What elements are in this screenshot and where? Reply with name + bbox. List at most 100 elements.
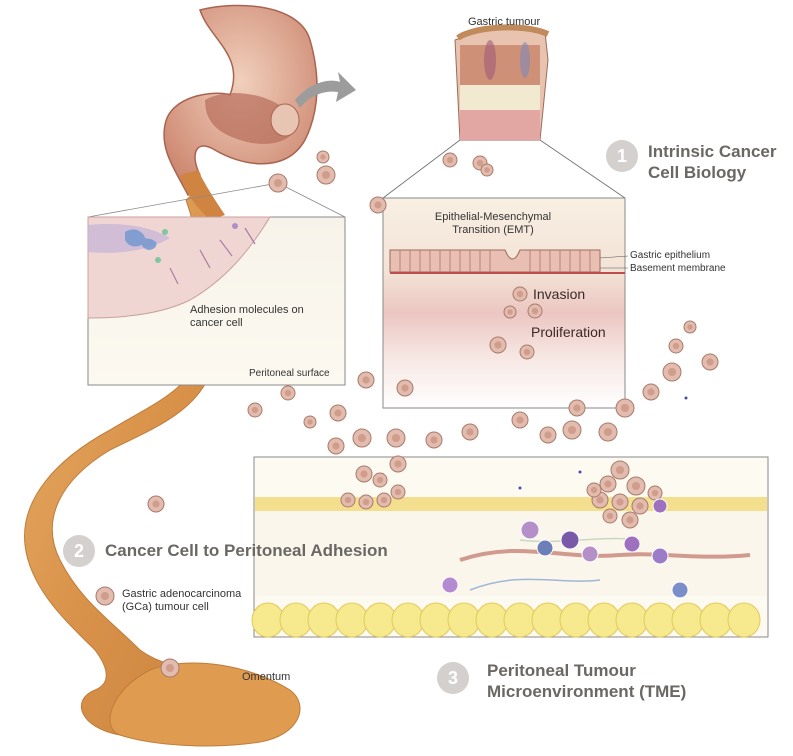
section-3-badge: 3 [437, 662, 469, 694]
proliferation-label: Proliferation [531, 324, 606, 340]
cell-nucleus [391, 433, 401, 443]
cell-nucleus [603, 427, 613, 437]
cell-nucleus [320, 154, 326, 160]
adipocyte [643, 602, 677, 638]
cell-nucleus [573, 404, 581, 412]
immune-cell [623, 535, 641, 553]
adipocyte [671, 602, 705, 638]
cell-nucleus [544, 431, 552, 439]
cell-nucleus [344, 496, 352, 504]
cell-nucleus [626, 516, 634, 524]
cell-nucleus [251, 406, 259, 414]
tumour-cells [95, 150, 719, 678]
adipocyte [447, 602, 481, 638]
cell-nucleus [476, 159, 484, 167]
adipocyte [587, 602, 621, 638]
section-1-badge: 1 [606, 140, 638, 172]
cell-nucleus [647, 388, 655, 396]
zoom-line-right [539, 139, 626, 199]
section-3-title: Peritoneal Tumour Microenvironment (TME) [487, 661, 687, 701]
cell-nucleus [531, 307, 539, 315]
adipocyte [419, 602, 453, 638]
cell-nucleus [667, 367, 677, 377]
cell-nucleus [446, 156, 454, 164]
gca-cell-label: Gastric adenocarcinoma (GCa) tumour cell [122, 588, 242, 613]
cell-nucleus [620, 403, 630, 413]
adhesion-inset [87, 216, 346, 386]
cell-nucleus [273, 178, 283, 188]
cell-nucleus [604, 480, 612, 488]
cell-nucleus [394, 460, 402, 468]
cell-nucleus [631, 481, 641, 491]
cell-nucleus [651, 489, 659, 497]
cell-nucleus [466, 428, 474, 436]
adipocyte [727, 602, 761, 638]
cell-nucleus [380, 496, 388, 504]
adipocyte [503, 602, 537, 638]
peritoneal-surface-label: Peritoneal surface [249, 368, 330, 379]
cell-nucleus [362, 498, 370, 506]
adipocyte [363, 602, 397, 638]
cell-nucleus [523, 348, 531, 356]
gastric-tumour-block [454, 24, 550, 141]
cell-nucleus [284, 389, 292, 397]
adipocyte [279, 602, 313, 638]
adipocyte [615, 602, 649, 638]
zoom-line-left [382, 139, 461, 199]
gastric-epithelium-label: Gastric epithelium [630, 250, 711, 261]
section-2-title: Cancer Cell to Peritoneal Adhesion [105, 541, 388, 560]
cell-nucleus [360, 470, 368, 478]
cell-nucleus [590, 486, 598, 494]
cell-nucleus [507, 309, 513, 315]
adipocyte [391, 602, 425, 638]
immune-cell [651, 547, 669, 565]
immune-cell [560, 530, 580, 550]
cell-nucleus [332, 442, 340, 450]
cell-nucleus [152, 500, 160, 508]
adipocyte-layer [251, 602, 761, 638]
adhesion-molecules-label: Adhesion molecules on cancer cell [190, 304, 304, 329]
immune-cell [520, 520, 540, 540]
adipocyte [335, 602, 369, 638]
invasion-label: Invasion [533, 286, 586, 302]
immune-cell [536, 539, 554, 557]
cell-nucleus [430, 436, 438, 444]
arrow-icon [295, 72, 356, 108]
immune-cell [577, 469, 583, 475]
cell-nucleus [606, 512, 614, 520]
cell-nucleus [394, 488, 402, 496]
cell-nucleus [596, 496, 604, 504]
immune-cell [652, 498, 668, 514]
cell-nucleus [334, 409, 342, 417]
stomach-illustration [163, 4, 318, 220]
adipocyte [699, 602, 733, 638]
cell-nucleus [494, 341, 502, 349]
cell-nucleus [374, 201, 382, 209]
zoom-line-adhesion-left [87, 182, 279, 218]
cell-nucleus [484, 167, 490, 173]
cell-nucleus [616, 498, 624, 506]
immune-cell [517, 485, 523, 491]
adipocyte [559, 602, 593, 638]
cell-nucleus [706, 358, 714, 366]
cell-nucleus [376, 476, 384, 484]
cell-nucleus [100, 591, 110, 601]
adipocyte [475, 602, 509, 638]
cell-nucleus [672, 342, 680, 350]
cell-nucleus [357, 433, 367, 443]
cell-nucleus [165, 663, 175, 673]
cell-nucleus [567, 425, 577, 435]
basement-membrane-label: Basement membrane [630, 263, 726, 274]
cell-nucleus [615, 465, 625, 475]
immune-cell [683, 395, 689, 401]
omentum-body [109, 662, 301, 747]
gastric-tumour-label: Gastric tumour [468, 16, 541, 28]
zoom-line-adhesion-right [277, 182, 346, 218]
cell-nucleus [636, 502, 644, 510]
immune-cell [671, 581, 689, 599]
adipocyte [307, 602, 341, 638]
cell-nucleus [516, 416, 524, 424]
cell-nucleus [362, 376, 370, 384]
cell-nucleus [687, 324, 693, 330]
